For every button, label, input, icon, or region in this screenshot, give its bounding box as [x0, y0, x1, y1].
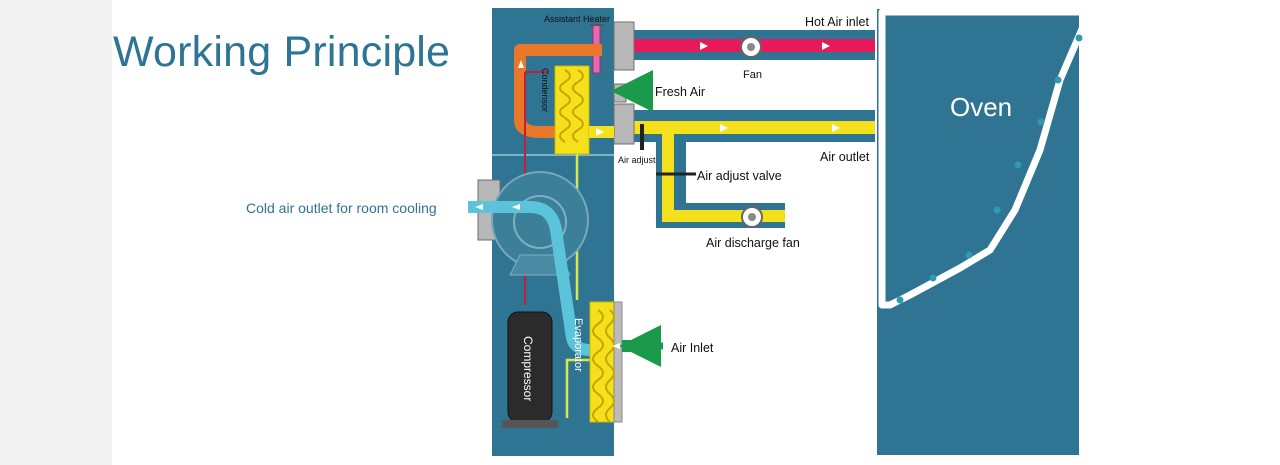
blower-housing	[491, 171, 589, 269]
air-outlet-label: Air outlet	[820, 150, 870, 164]
oven-chamber	[875, 7, 1081, 457]
air-adjust-damper	[640, 124, 644, 150]
condensor-label: Condensor	[540, 68, 550, 112]
fresh-air-flange	[613, 83, 627, 103]
air-discharge-fan-label: Air discharge fan	[706, 236, 800, 250]
hot-air-inlet-label: Hot Air inlet	[805, 15, 869, 29]
air-adjust-valve-label: Air adjust valve	[697, 169, 782, 183]
warm-air-pipe	[514, 44, 602, 120]
air-inlet-label: Air Inlet	[671, 341, 714, 355]
hot-air-flange	[613, 21, 635, 71]
cold-air-pipe	[468, 201, 600, 356]
page-title: Working Principle	[113, 28, 451, 76]
fresh-air-label: Fresh Air	[655, 85, 705, 99]
hot-air-fan	[740, 36, 762, 58]
compressor-label: Compressor	[521, 336, 535, 401]
oven-label: Oven	[950, 92, 1012, 122]
oven-nozzles	[896, 34, 1083, 304]
oven-air-path	[878, 8, 1089, 309]
outlet-flange	[613, 103, 635, 145]
discharge-fan	[741, 206, 763, 228]
air-adjust-label: Air adjust	[618, 155, 656, 165]
flow-arrows	[475, 42, 840, 349]
left-margin	[0, 0, 112, 465]
cold-air-outlet-label: Cold air outlet for room cooling	[246, 200, 437, 216]
fan-label: Fan	[743, 69, 762, 81]
air-outlet-stream	[614, 121, 877, 134]
assistant-heater-label: Assistant Heater	[544, 14, 610, 24]
evaporator-label: Evaporator	[572, 318, 584, 372]
